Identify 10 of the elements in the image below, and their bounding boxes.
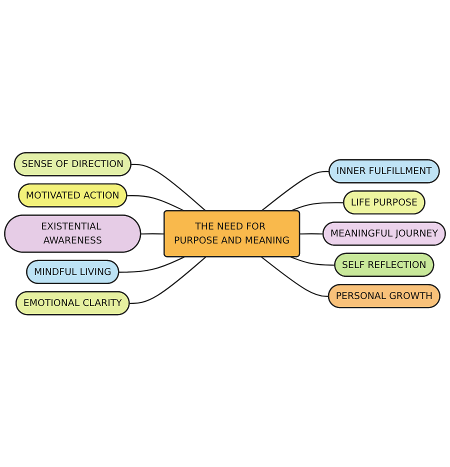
connector — [300, 233, 324, 234]
connector — [131, 164, 206, 212]
connector — [126, 194, 185, 212]
connector — [118, 256, 185, 273]
connector — [290, 256, 336, 266]
connector — [290, 202, 344, 212]
connector — [129, 256, 206, 304]
connector — [261, 256, 329, 297]
connector — [260, 170, 330, 212]
connector — [140, 233, 164, 234]
